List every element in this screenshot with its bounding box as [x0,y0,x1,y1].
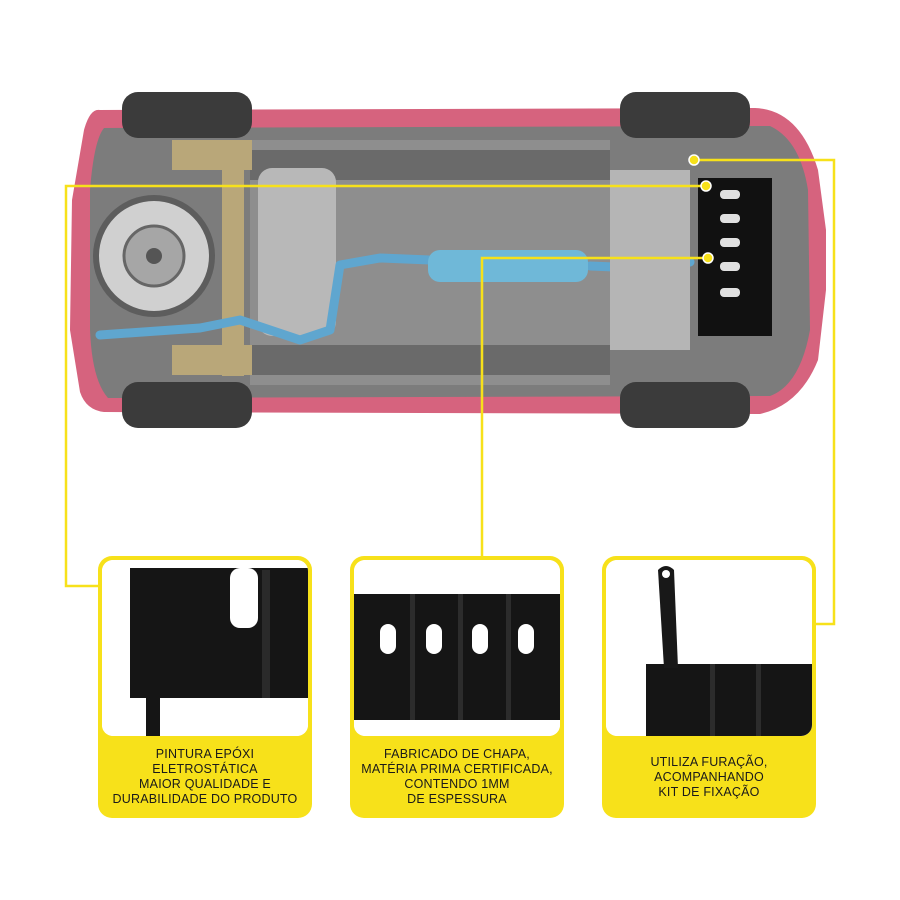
caption-line: MAIOR QUALIDADE E [139,777,271,791]
caption-line: ACOMPANHANDO [654,769,764,784]
front-subframe [610,170,690,350]
caption-line: MATÉRIA PRIMA CERTIFICADA, [361,762,553,776]
plate-slots-photo [354,560,560,736]
callout-caption: FABRICADO DE CHAPA, MATÉRIA PRIMA CERTIF… [354,740,560,814]
caption-line: DE ESPESSURA [407,792,507,806]
callout-card-material: FABRICADO DE CHAPA, MATÉRIA PRIMA CERTIF… [350,556,564,818]
caption-line: CONTENDO 1MM [404,777,510,791]
callout-caption: PINTURA EPÓXI ELETROSTÁTICA MAIOR QUALID… [102,740,308,814]
callout-markers [688,154,714,264]
caption-line: UTILIZA FURAÇÃO, [650,754,768,769]
plate-edge-photo [102,560,308,736]
fuel-tank [258,168,336,336]
caption-line: KIT DE FIXAÇÃO [658,784,760,799]
caption-line: PINTURA EPÓXI [155,747,255,761]
caption-line: DURABILIDADE DO PRODUTO [112,792,298,806]
callout-connectors [64,158,836,626]
mounting-bracket-photo [606,560,812,736]
caption-line: ELETROSTÁTICA [152,762,258,776]
caption-line: FABRICADO DE CHAPA, [384,747,530,761]
rear-axle [222,140,244,376]
wheels [122,92,750,428]
callout-card-fixing: UTILIZA FURAÇÃO, ACOMPANHANDO KIT DE FIX… [602,556,816,818]
callout-caption: UTILIZA FURAÇÃO, ACOMPANHANDO KIT DE FIX… [606,740,812,814]
exhaust-muffler [428,250,588,282]
callout-card-paint: PINTURA EPÓXI ELETROSTÁTICA MAIOR QUALID… [98,556,312,818]
